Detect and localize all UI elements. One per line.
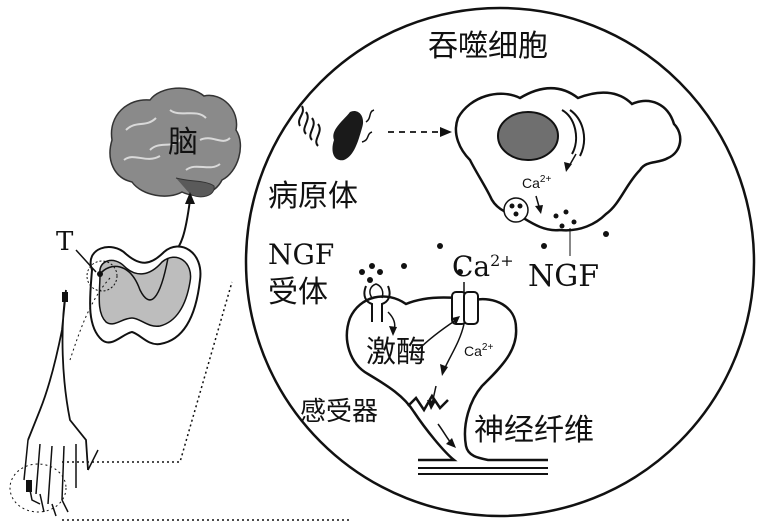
nerve-fiber-lines [418, 467, 548, 475]
vesicle [503, 197, 529, 223]
ngf-receptor-shape [363, 283, 391, 322]
spinal-neuron-path [99, 257, 169, 301]
spinal-cord [86, 245, 202, 346]
golgi [561, 109, 586, 157]
arm-illustration [9, 289, 99, 517]
kinase-arrow [417, 319, 457, 351]
ngf-label: NGF [528, 259, 599, 294]
nerve-fiber-label: 神经纤维 [474, 413, 594, 448]
ngf-receptor-line2: 受体 [268, 275, 328, 310]
phagocyte-label: 吞噬细胞 [428, 29, 548, 64]
ca-top-base: Ca [452, 250, 490, 283]
t-pointer [75, 249, 97, 273]
ca-cell-base: Ca [522, 175, 540, 191]
pathogen-label: 病原体 [268, 179, 358, 214]
t-label: T [56, 227, 74, 257]
ca-channel [451, 291, 479, 325]
ca-channel-base: Ca [464, 343, 482, 359]
nucleus [497, 111, 559, 161]
receptor-zigzag [407, 393, 449, 413]
brain-label: 脑 [168, 125, 198, 160]
ca-cell-label: Ca2+ [522, 174, 551, 191]
kinase-label: 激酶 [366, 335, 426, 370]
nerve-terminal [345, 295, 548, 462]
ascending-arrow [185, 192, 195, 204]
ca-top-label: Ca2+ [452, 250, 514, 283]
ca-channel-sup: 2+ [482, 342, 494, 353]
ca-channel-label: Ca2+ [464, 342, 493, 359]
receptor-label: 感受器 [300, 397, 378, 427]
ca-top-sup: 2+ [490, 251, 514, 270]
skin-area-circle [9, 463, 67, 513]
brain-illustration [109, 87, 242, 198]
ca-cell-sup: 2+ [540, 174, 552, 185]
ngf-receptor-line1: NGF [268, 238, 334, 271]
pathogen-illustration [298, 105, 375, 161]
ganglion-circle [86, 260, 118, 292]
